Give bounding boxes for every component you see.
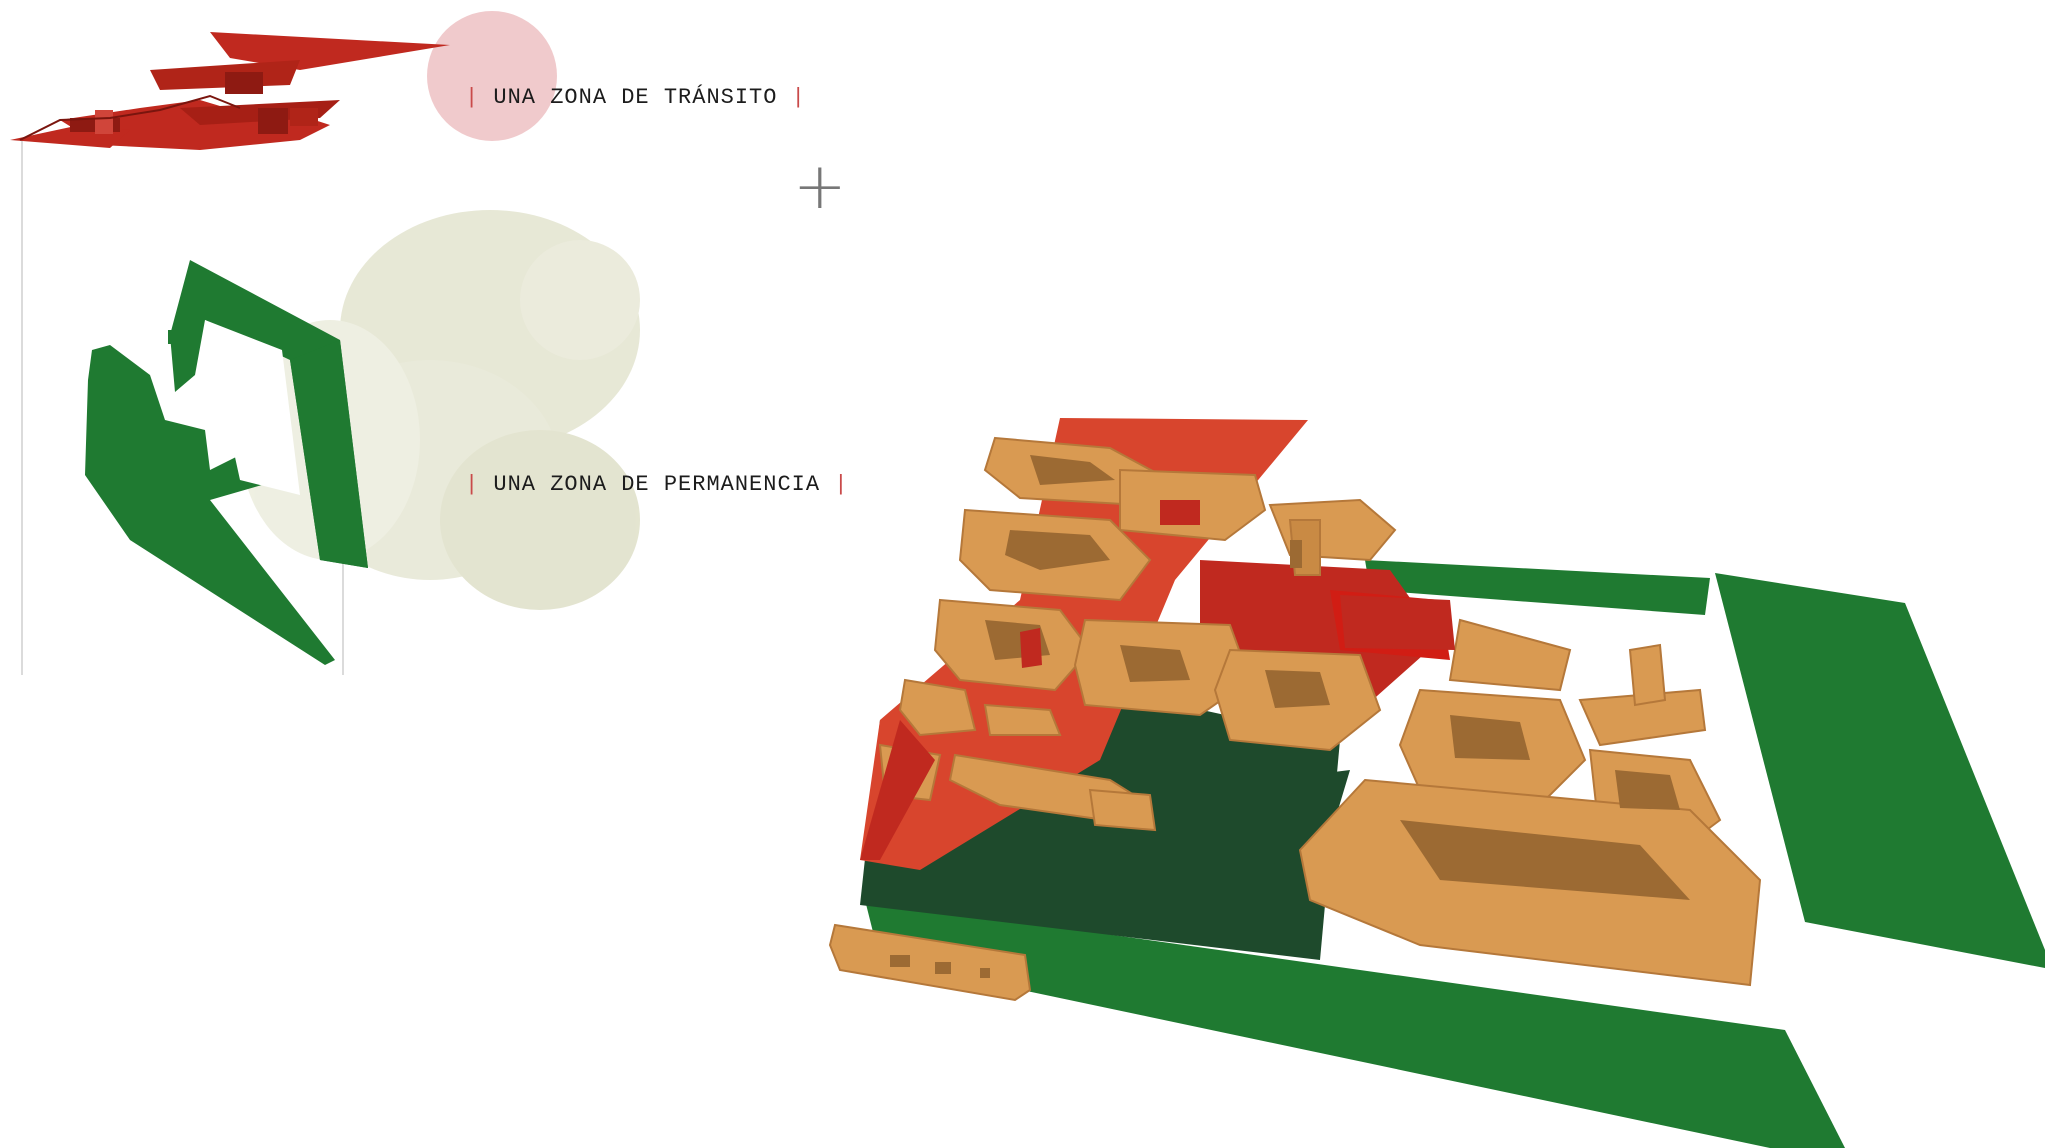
label-separator-right: | (792, 85, 806, 110)
label-separator-left: | (465, 85, 479, 110)
label-separator-right: | (834, 472, 848, 497)
urban-model (830, 418, 2045, 1148)
transit-circle (427, 11, 557, 141)
transit-zone-shape (10, 32, 450, 150)
transit-label-text: UNA ZONA DE TRÁNSITO (493, 85, 777, 110)
plus-icon: + (793, 155, 847, 219)
permanence-label: | UNA ZONA DE PERMANENCIA | (465, 472, 848, 497)
label-separator-left: | (465, 472, 479, 497)
transit-label: | UNA ZONA DE TRÁNSITO | (465, 85, 806, 110)
permanence-label-text: UNA ZONA DE PERMANENCIA (493, 472, 820, 497)
